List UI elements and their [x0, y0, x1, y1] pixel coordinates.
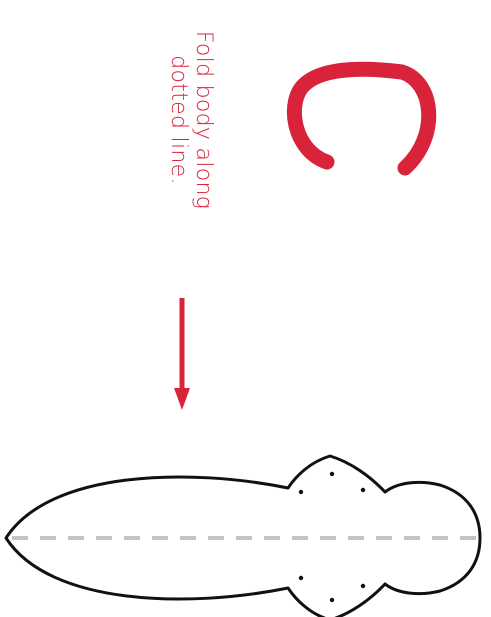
red-c-letter-mark	[294, 69, 428, 168]
down-arrow-icon	[174, 298, 190, 410]
insect-body-cutout	[6, 456, 480, 617]
